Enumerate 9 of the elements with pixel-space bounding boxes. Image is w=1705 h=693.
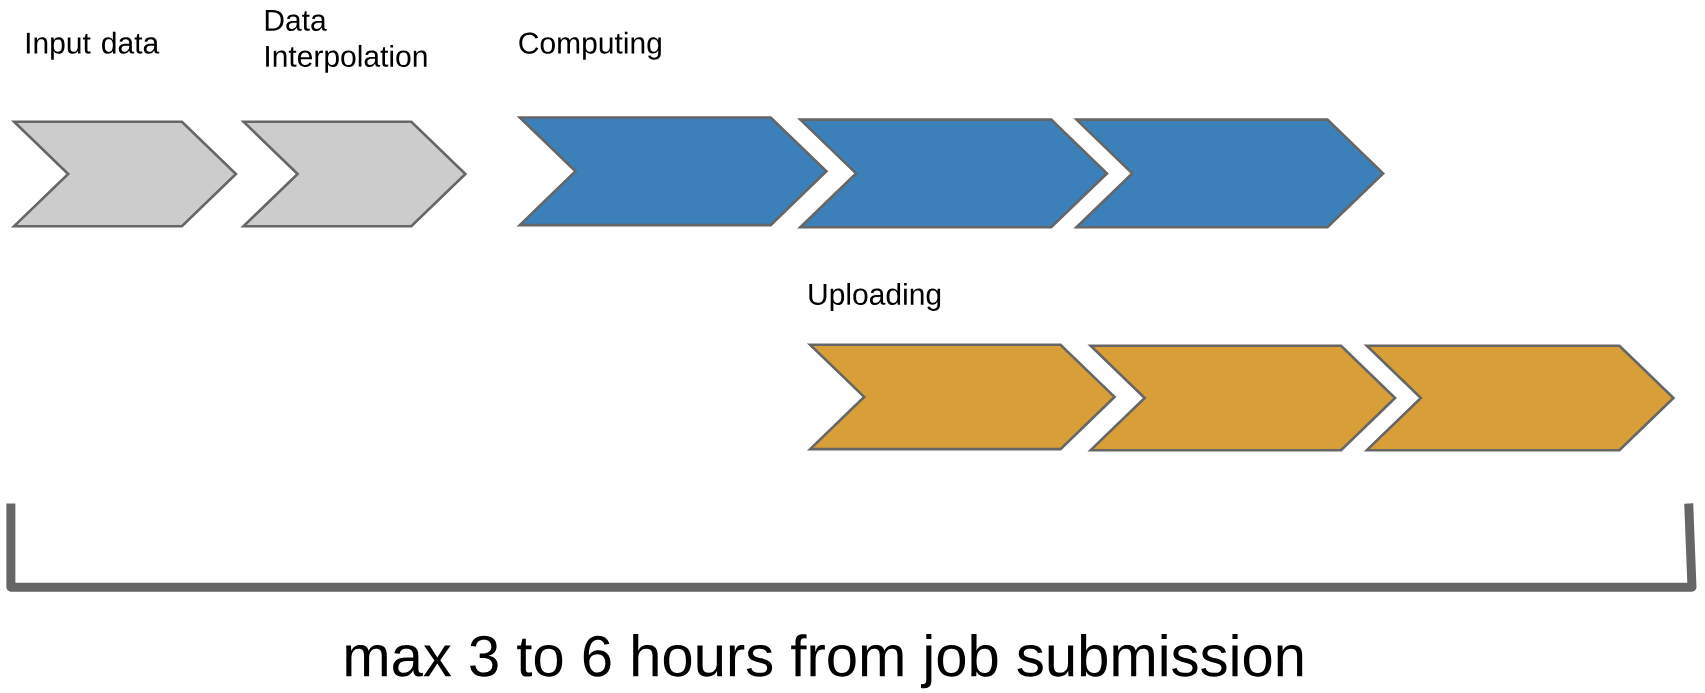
process-step (1363, 344, 1676, 452)
process-step (1073, 118, 1386, 229)
stage-heading: Input data (26, 31, 160, 60)
stage-heading: Data Interpolation (265, 10, 427, 74)
process-step (797, 118, 1109, 229)
stage-heading: Computing (519, 31, 661, 60)
process-step (1087, 344, 1397, 452)
stage-heading: Uploading (809, 283, 941, 312)
caption-text: max 3 to 6 hours from job submission (346, 634, 1303, 689)
